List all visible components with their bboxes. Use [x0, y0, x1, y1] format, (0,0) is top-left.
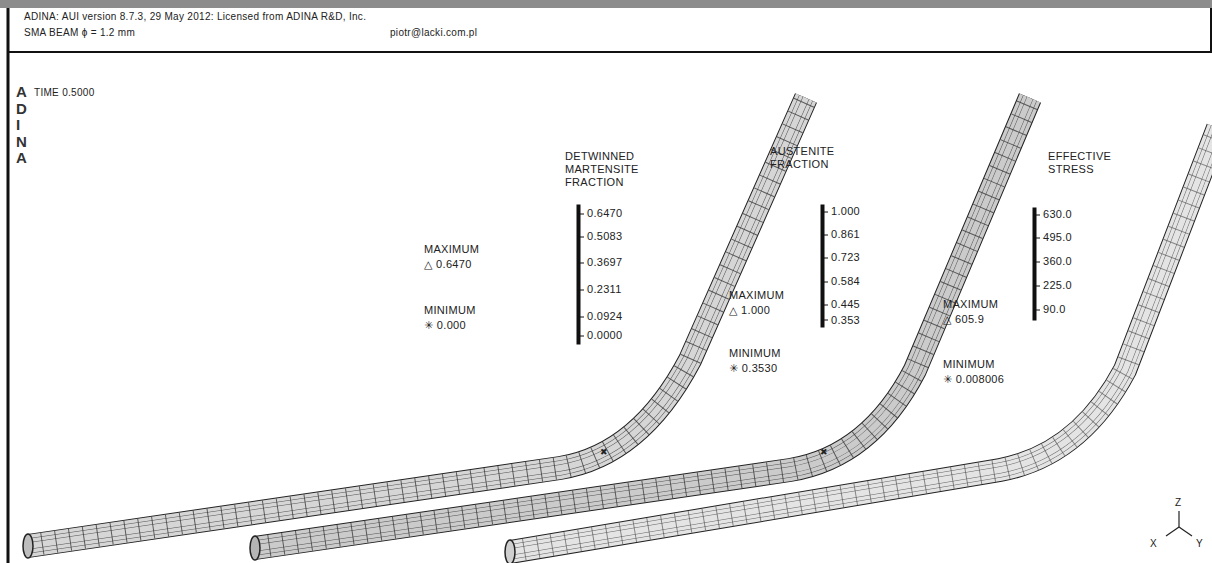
min-label: MINIMUM — [729, 347, 781, 360]
scale-value: 90.0 — [1043, 303, 1066, 316]
axis-label: X — [1150, 537, 1157, 550]
scale-value: 0.6470 — [587, 207, 622, 220]
logo: ADINA — [16, 84, 31, 167]
scale-value: 360.0 — [1043, 255, 1072, 268]
max-label: MAXIMUM — [424, 243, 479, 256]
max-label: MAXIMUM — [729, 289, 784, 302]
scale-bar — [1033, 208, 1040, 320]
min-marker: ✖ — [600, 447, 608, 457]
header-text: SMA BEAM ϕ = 1.2 mm — [24, 26, 135, 39]
min-value: ✳ 0.008006 — [943, 373, 1004, 386]
scale-value: 0.445 — [831, 298, 860, 311]
axis-label: Y — [1196, 537, 1203, 550]
min-value: ✳ 0.000 — [424, 319, 466, 332]
scale-value: 0.3697 — [587, 256, 622, 269]
scale-value: 630.0 — [1043, 208, 1072, 221]
scale-value: 225.0 — [1043, 279, 1072, 292]
min-label: MINIMUM — [424, 304, 476, 317]
max-value: △ 1.000 — [729, 304, 770, 317]
frame-line — [1210, 8, 1212, 52]
top-strip — [0, 0, 1212, 8]
beam-end — [250, 536, 260, 560]
min-marker: ✖ — [820, 447, 828, 457]
min-value: ✳ 0.3530 — [729, 362, 777, 375]
legend-title: EFFECTIVE STRESS — [1048, 150, 1128, 176]
legend-title: AUSTENITE FRACTION — [770, 145, 850, 171]
axis-triad — [1166, 511, 1192, 536]
frame-line — [7, 8, 10, 563]
beam-end — [505, 540, 515, 563]
scale-value: 0.5083 — [587, 230, 622, 243]
min-label: MINIMUM — [943, 358, 995, 371]
scale-bar — [577, 205, 584, 344]
frame-line — [8, 51, 1212, 53]
scale-value: 0.861 — [831, 228, 860, 241]
scale-value: 0.2311 — [587, 283, 622, 296]
max-value: △ 0.6470 — [424, 258, 472, 271]
beam-mesh — [510, 128, 1212, 552]
scale-value: 0.584 — [831, 275, 860, 288]
beam-end — [23, 534, 33, 558]
max-value: △ 605.9 — [943, 313, 984, 326]
scale-value: 0.723 — [831, 251, 860, 264]
scale-value: 1.000 — [831, 205, 860, 218]
scale-bar — [821, 205, 828, 327]
max-label: MAXIMUM — [943, 298, 998, 311]
time-label: TIME 0.5000 — [34, 86, 95, 99]
legend-title: DETWINNED MARTENSITE FRACTION — [565, 150, 655, 189]
scale-value: 495.0 — [1043, 231, 1072, 244]
axis-label: Z — [1175, 496, 1181, 509]
header-text: ADINA: AUI version 8.7.3, 29 May 2012: L… — [24, 10, 366, 23]
scale-value: 0.0000 — [587, 329, 622, 342]
scale-value: 0.353 — [831, 314, 860, 327]
scale-value: 0.0924 — [587, 310, 622, 323]
header-text: piotr@lacki.com.pl — [390, 26, 477, 39]
